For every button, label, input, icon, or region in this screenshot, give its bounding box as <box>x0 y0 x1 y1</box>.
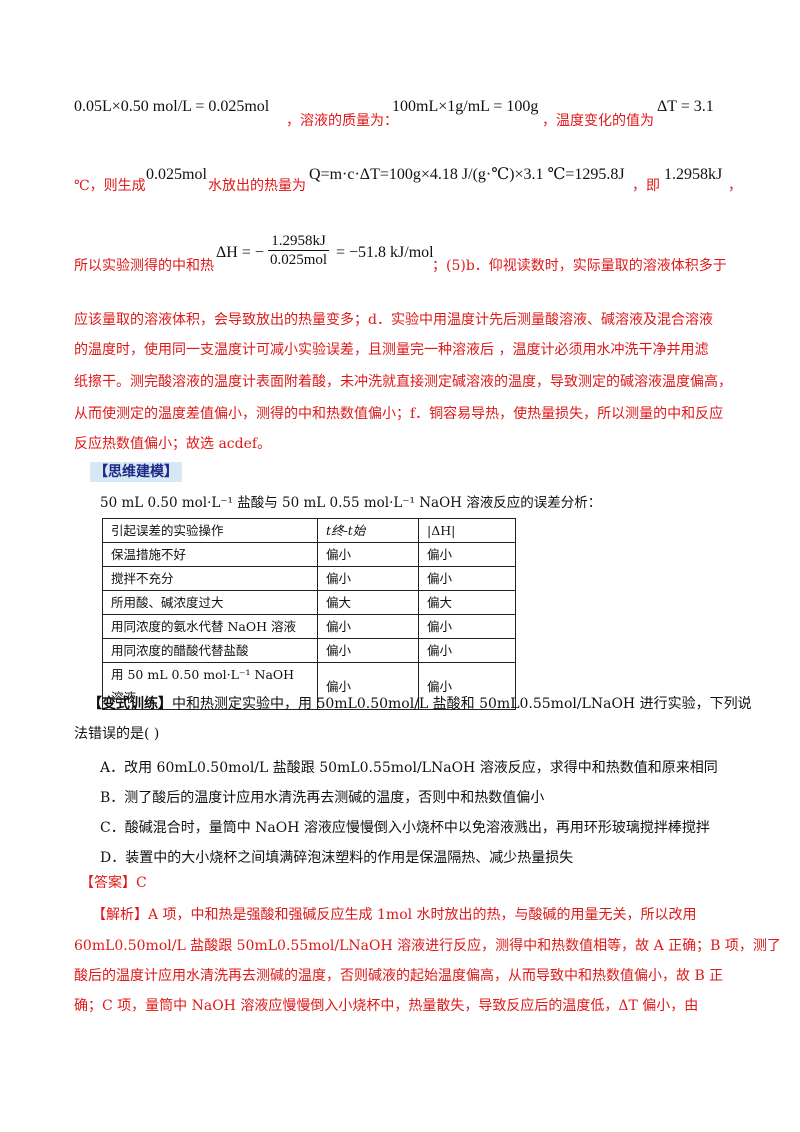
table-cell: 偏大 <box>317 590 419 615</box>
table-row: 搅拌不充分 偏小 偏小 <box>102 566 516 591</box>
equation-delta-h-lhs: ΔH = − <box>216 244 264 261</box>
question-stem: 【变式训练】中和热测定实验中，用 50mL0.50mol/L 盐酸和 50mL0… <box>88 694 752 714</box>
paragraph-line: 从而使测定的温度差值偏小，测得的中和热数值偏小；f．铜容易导热，使热量损失，所以… <box>74 406 724 422</box>
equation-kj: 1.2958kJ <box>664 166 723 183</box>
equation-fraction: 1.2958kJ 0.025mol <box>268 232 330 269</box>
table-header-cell: 引起误差的实验操作 <box>102 518 318 543</box>
table-row: 保温措施不好 偏小 偏小 <box>102 542 516 567</box>
table-cell: 偏大 <box>418 590 516 615</box>
table-row: 所用酸、碱浓度过大 偏大 偏大 <box>102 590 516 615</box>
table-cell: 偏小 <box>418 662 516 710</box>
table-cell: 所用酸、碱浓度过大 <box>102 590 318 615</box>
fraction-denominator: 0.025mol <box>270 252 328 268</box>
option-d: D．装置中的大小烧杯之间填满碎泡沫塑料的作用是保温隔热、减少热量损失 <box>100 850 574 866</box>
table-header-cell: |ΔH| <box>418 518 516 543</box>
text-temp-change: ，温度变化的值为 <box>542 113 654 129</box>
table-cell: 用同浓度的醋酸代替盐酸 <box>102 638 318 663</box>
option-a: A．改用 60mL0.50mol/L 盐酸跟 50mL0.55mol/LNaOH… <box>100 760 718 776</box>
table-cell: 偏小 <box>317 638 419 663</box>
paragraph-line: 反应热数值偏小；故选 acdef。 <box>74 436 272 452</box>
table-cell: 用 50 mL 0.50 mol·L⁻¹ NaOH 溶液 <box>102 662 318 710</box>
analysis-line: 酸后的温度计应用水清洗再去测碱的温度，否则碱液的起始温度偏高，从而导致中和热数值… <box>74 968 724 984</box>
table-cell: 偏小 <box>317 542 419 567</box>
error-analysis-table: 引起误差的实验操作 t终-t始 |ΔH| 保温措施不好 偏小 偏小 搅拌不充分 … <box>102 518 516 710</box>
answer-label: 【答案】C <box>80 875 147 891</box>
text-namely: ，即 <box>632 178 660 194</box>
text-measured-heat: 所以实验测得的中和热 <box>74 258 214 274</box>
table-row: 用同浓度的氨水代替 NaOH 溶液 偏小 偏小 <box>102 614 516 639</box>
table-cell: 偏小 <box>418 542 516 567</box>
table-row: 用 50 mL 0.50 mol·L⁻¹ NaOH 溶液 偏小 偏小 <box>102 662 516 710</box>
paragraph-line: 应该量取的溶液体积，会导致放出的热量变多；d．实验中用温度计先后测量酸溶液、碱溶… <box>74 312 713 328</box>
equation-delta-t: ΔT = 3.1 <box>657 98 714 115</box>
analysis-line: 【解析】A 项，中和热是强酸和强碱反应生成 1mol 水时放出的热，与酸碱的用量… <box>92 907 697 923</box>
question-stem-line2: 法错误的是( ) <box>74 726 160 742</box>
question-stem-line1: 中和热测定实验中，用 50mL0.50mol/L 盐酸和 50mL0.55mol… <box>172 696 752 712</box>
text-heat-released: 水放出的热量为 <box>208 178 306 194</box>
option-c: C．酸碱混合时，量筒中 NaOH 溶液应慢慢倒入小烧杯中以免溶液溅出，再用环形玻… <box>100 820 710 836</box>
table-cell: 用同浓度的氨水代替 NaOH 溶液 <box>102 614 318 639</box>
table-cell: 偏小 <box>317 662 419 710</box>
table-cell: 搅拌不充分 <box>102 566 318 591</box>
table-cell: 偏小 <box>418 614 516 639</box>
fraction-numerator: 1.2958kJ <box>268 232 330 251</box>
text-part5: ；(5)b．仰视读数时，实际量取的溶液体积多于 <box>432 258 727 274</box>
equation-water-moles: 0.025mol <box>146 166 207 183</box>
paragraph-line: 的温度时，使用同一支温度计可减小实验误差，且测量完一种溶液后 ，温度计必须用水冲… <box>74 342 709 358</box>
analysis-line: 60mL0.50mol/L 盐酸跟 50mL0.55mol/LNaOH 溶液进行… <box>74 938 781 954</box>
question-label: 【变式训练】 <box>88 696 172 712</box>
table-cell: 保温措施不好 <box>102 542 318 567</box>
equation-heat: Q=m·c·ΔT=100g×4.18 J/(g·℃)×3.1 ℃=1295.8J <box>309 166 625 183</box>
text-comma: ， <box>728 178 742 194</box>
paragraph-line: 纸擦干。测完酸溶液的温度计表面附着酸，未冲洗就直接测定碱溶液的温度，导致测定的碱… <box>74 374 732 390</box>
table-cell: 偏小 <box>317 614 419 639</box>
table-row: 用同浓度的醋酸代替盐酸 偏小 偏小 <box>102 638 516 663</box>
table-intro: 50 mL 0.50 mol·L⁻¹ 盐酸与 50 mL 0.55 mol·L⁻… <box>100 495 602 511</box>
table-cell: 偏小 <box>418 566 516 591</box>
table-header-row: 引起误差的实验操作 t终-t始 |ΔH| <box>102 518 516 543</box>
equation-delta-h-rhs: = −51.8 kJ/mol <box>336 244 434 261</box>
analysis-line: 确；C 项，量筒中 NaOH 溶液应慢慢倒入小烧杯中，热量散失，导致反应后的温度… <box>74 998 699 1014</box>
section-tag-model: 【思维建模】 <box>90 462 182 482</box>
text-generate: ℃，则生成 <box>74 178 146 194</box>
equation-moles: 0.05L×0.50 mol/L = 0.025mol <box>74 98 270 115</box>
option-b: B．测了酸后的温度计应用水清洗再去测碱的温度，否则中和热数值偏小 <box>100 790 545 806</box>
text-solution-mass: ，溶液的质量为： <box>286 113 398 129</box>
table-header-cell: t终-t始 <box>317 518 419 543</box>
table-cell: 偏小 <box>317 566 419 591</box>
equation-mass: 100mL×1g/mL = 100g <box>392 98 539 115</box>
table-cell: 偏小 <box>418 638 516 663</box>
